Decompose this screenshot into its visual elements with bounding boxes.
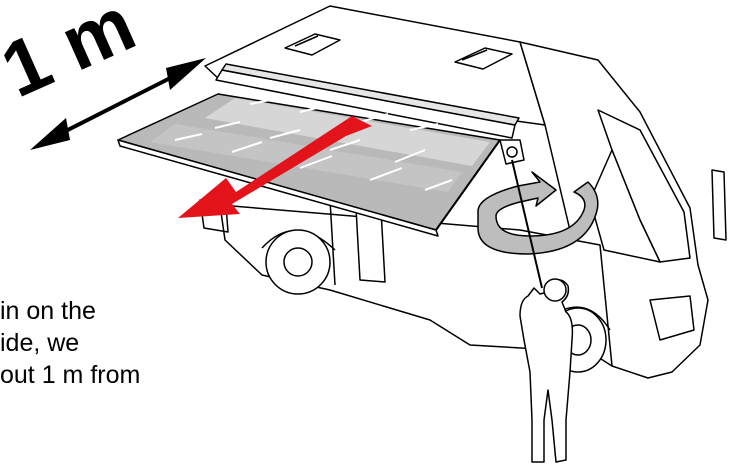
- person-head: [544, 279, 566, 301]
- caption-line: out 1 m from: [0, 359, 240, 391]
- side-mirror: [712, 170, 726, 240]
- person-cranking: [520, 279, 572, 462]
- person-figure: [520, 280, 572, 462]
- rear-wheel: [266, 230, 330, 294]
- caption-line: in on the: [0, 295, 240, 327]
- caption-line: ide, we: [0, 327, 240, 359]
- caption-text: in on the ide, we out 1 m from: [0, 295, 240, 391]
